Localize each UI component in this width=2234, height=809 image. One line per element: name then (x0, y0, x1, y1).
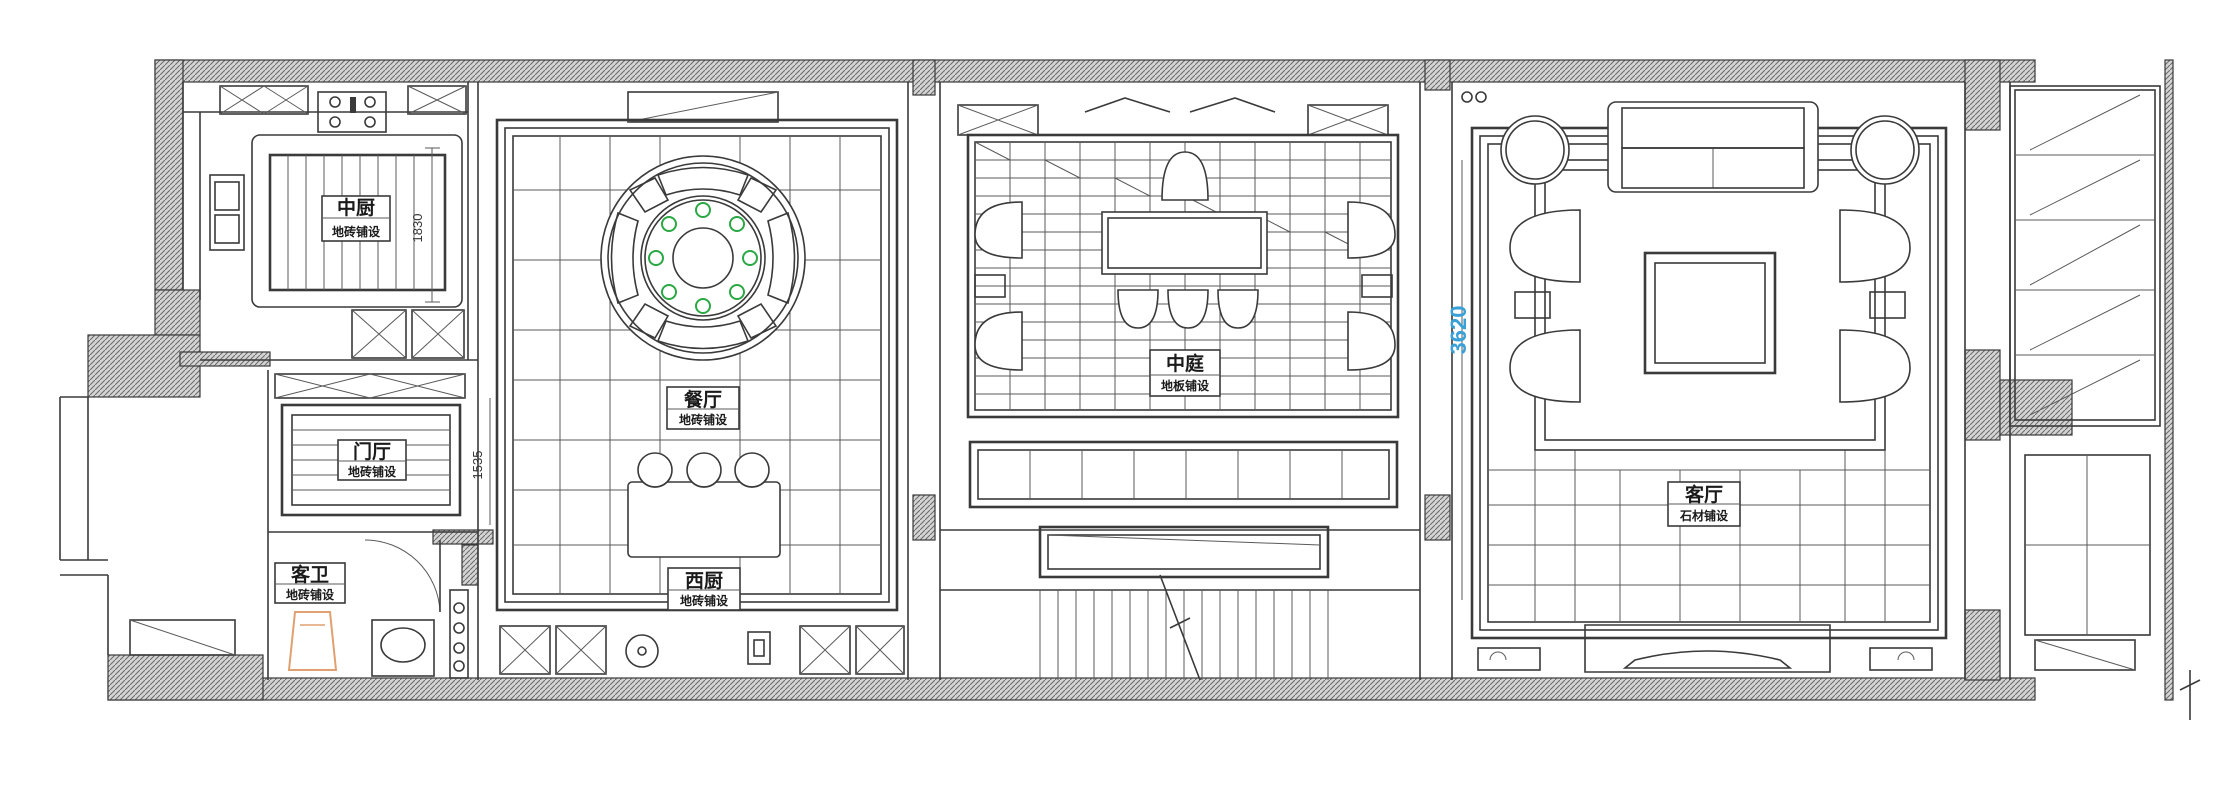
courtyard-room: 中庭 地板铺设 (957, 97, 1400, 681)
kitchen-label: 中厨 (337, 196, 375, 219)
guest-bath-room: 客卫 地砖铺设 (129, 539, 469, 679)
western-kitchen-label: 西厨 (685, 570, 723, 592)
courtyard-label: 中庭 (1166, 352, 1204, 375)
dining-label: 餐厅 (684, 388, 722, 411)
foyer-floor-note: 地砖铺设 (348, 464, 397, 479)
dining-floor-note: 地砖铺设 (679, 412, 728, 427)
foyer-room: 1535 门厅 地砖铺设 (274, 373, 491, 525)
living-height-dimension: 3620 (1446, 306, 1471, 355)
exterior-walls (87, 59, 2174, 701)
guest-bath-label: 客卫 (291, 563, 329, 586)
dining-room: 餐厅 地砖铺设 西厨 地砖铺设 (495, 91, 905, 675)
foyer-height-dimension: 1535 (470, 451, 485, 480)
western-kitchen-floor-note: 地砖铺设 (680, 593, 729, 608)
living-room: 3620 客厅 石材铺设 (1446, 91, 1948, 673)
guest-bath-floor-note: 地砖铺设 (286, 587, 335, 602)
foyer-label: 门厅 (353, 440, 391, 463)
kitchen-room: 1830 中厨 地砖铺设 (209, 85, 467, 359)
right-storage-strip (2009, 85, 2201, 720)
living-label: 客厅 (1685, 483, 1723, 506)
living-floor-note: 石材铺设 (1679, 508, 1729, 523)
kitchen-height-dimension: 1830 (410, 214, 425, 243)
kitchen-floor-note: 地砖铺设 (332, 224, 381, 239)
courtyard-floor-note: 地板铺设 (1161, 378, 1210, 393)
